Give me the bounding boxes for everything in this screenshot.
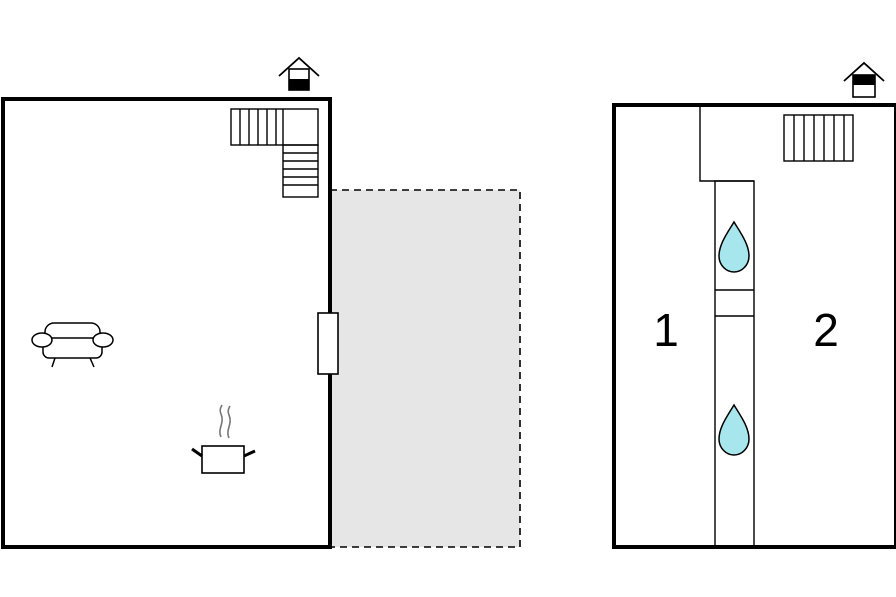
cooking-pot-icon xyxy=(191,404,256,474)
entrance-house-icon xyxy=(843,61,885,98)
bathroom-strip xyxy=(714,180,755,548)
stair-landing xyxy=(699,105,754,182)
room-number-1: 1 xyxy=(653,304,679,356)
sofa-icon xyxy=(31,322,114,368)
door-icon xyxy=(317,312,339,375)
water-drop-icon xyxy=(718,403,750,456)
upper-floor-plan: 1 2 xyxy=(612,61,896,549)
terrace-area xyxy=(329,189,521,548)
upper-floor-walls xyxy=(612,103,896,549)
room-number-2: 2 xyxy=(813,304,839,356)
ground-floor-plan xyxy=(1,56,521,549)
staircase-icon xyxy=(783,114,854,162)
staircase-icon xyxy=(230,108,319,198)
entrance-house-icon xyxy=(278,56,320,91)
water-drop-icon xyxy=(718,220,750,273)
